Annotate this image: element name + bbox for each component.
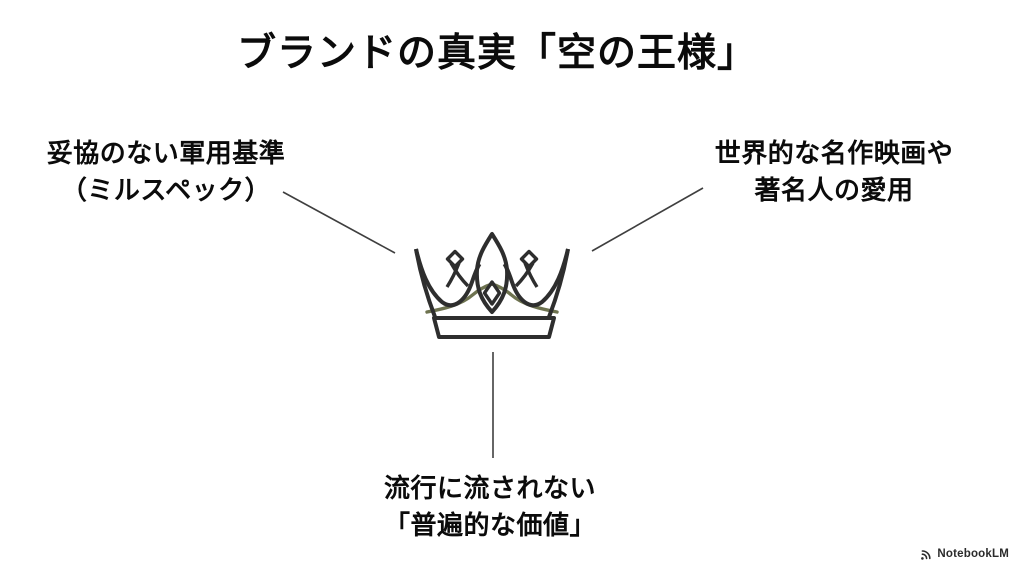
page-title: ブランドの真実「空の王様」 bbox=[236, 32, 757, 75]
footer-brand-text: NotebookLM bbox=[937, 548, 1009, 560]
node-label-right-line2: 著名人の愛用 bbox=[754, 175, 914, 205]
connector-left-line bbox=[282, 191, 396, 254]
crown-center-spike bbox=[474, 232, 510, 314]
crown-inner-diamond bbox=[482, 280, 502, 306]
crown-icon bbox=[414, 232, 570, 339]
node-label-right: 世界的な名作映画や 著名人の愛用 bbox=[684, 135, 984, 209]
crown-base-band bbox=[432, 316, 556, 339]
node-label-bottom-line1: 流行に流されない bbox=[383, 473, 596, 503]
crown-left-ornament-leg-b bbox=[449, 262, 470, 288]
node-label-bottom-line2: 「普遍的な価値」 bbox=[383, 510, 596, 540]
crown-right-ornament-leg-a bbox=[523, 262, 539, 288]
crown-left-inner-curve bbox=[414, 248, 482, 308]
node-label-right-line1: 世界的な名作映画や bbox=[714, 138, 954, 168]
notebooklm-mark-icon bbox=[921, 549, 931, 560]
crown-right-inner-curve bbox=[502, 248, 570, 308]
node-label-bottom: 流行に流されない 「普遍的な価値」 bbox=[340, 470, 640, 544]
node-label-left-line1: 妥協のない軍用基準 bbox=[46, 138, 286, 168]
crown-left-ornament-leg-a bbox=[445, 262, 461, 288]
connector-right-line bbox=[591, 187, 704, 252]
node-label-left-line2: （ミルスペック） bbox=[60, 175, 272, 205]
crown-green-swoosh-right bbox=[490, 282, 559, 314]
crown-right-ornament-leg-b bbox=[514, 262, 535, 288]
footer-watermark: NotebookLM bbox=[920, 546, 1009, 562]
crown-green-swoosh-left bbox=[425, 282, 494, 314]
node-label-left: 妥協のない軍用基準 （ミルスペック） bbox=[16, 135, 316, 209]
